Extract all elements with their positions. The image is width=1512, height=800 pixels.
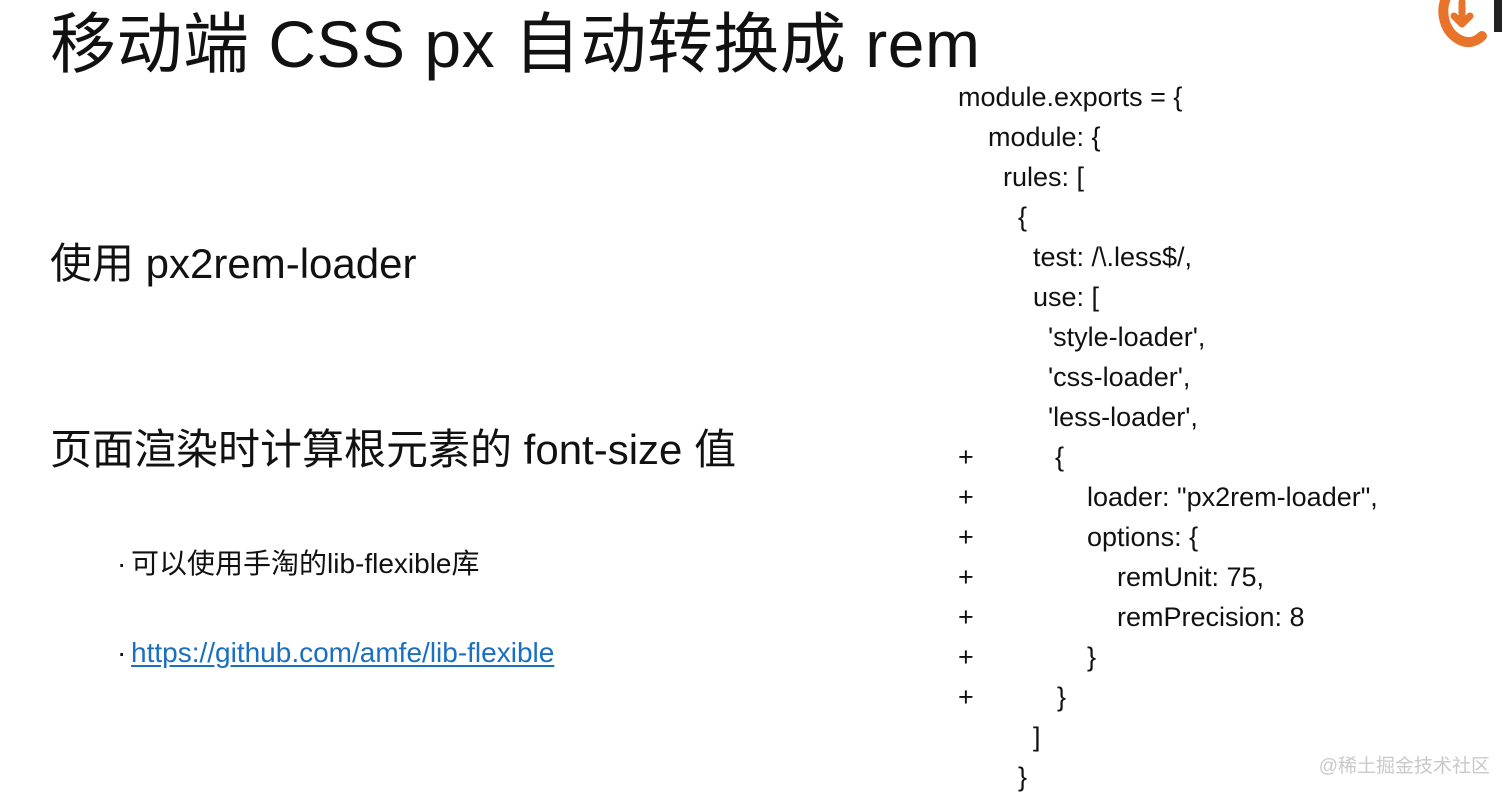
bullet-text: 可以使用手淘的lib-flexible库 [131,548,480,579]
code-line: 'style-loader', [1048,322,1206,352]
watermark: @稀土掘金技术社区 [1318,756,1490,777]
code-line: module: { [988,122,1101,152]
code-line: options: { [1087,522,1199,552]
code-line: } [1018,762,1028,792]
code-line: { [1055,442,1065,472]
point-px2rem-loader: 使用 px2rem-loader [50,240,417,287]
code-line: } [1057,682,1067,712]
diff-plus-marker: + [958,442,974,472]
bullet-github-link: ·https://github.com/amfe/lib-flexible [117,635,554,671]
bullet-lib-flexible: ·可以使用手淘的lib-flexible库 [117,546,480,582]
lib-flexible-link[interactable]: https://github.com/amfe/lib-flexible [131,637,555,668]
diff-plus-marker: + [958,482,974,512]
code-line: remPrecision: 8 [1117,602,1305,632]
code-line: 'less-loader', [1048,402,1198,432]
diff-plus-marker: + [958,642,974,672]
slide-title: 移动端 CSS px 自动转换成 rem [50,7,981,81]
diff-plus-marker: + [958,602,974,632]
code-line: loader: "px2rem-loader", [1087,482,1378,512]
point-root-font-size: 页面渲染时计算根元素的 font-size 值 [50,426,737,473]
code-line: 'css-loader', [1048,362,1191,392]
diff-plus-marker: + [958,522,974,552]
code-line: ] [1033,722,1041,752]
bullet-dot: · [117,548,127,579]
code-line: } [1087,642,1097,672]
code-line: use: [ [1033,282,1100,312]
code-line: test: /\.less$/, [1033,242,1193,272]
diff-plus-marker: + [958,682,974,712]
diff-plus-marker: + [958,562,974,592]
code-line: remUnit: 75, [1117,562,1265,592]
brand-logo-icon [1438,0,1502,48]
code-line: rules: [ [1003,162,1085,192]
code-line: { [1018,202,1028,232]
code-line: module.exports = { [958,82,1183,112]
bullet-dot: · [117,637,127,668]
